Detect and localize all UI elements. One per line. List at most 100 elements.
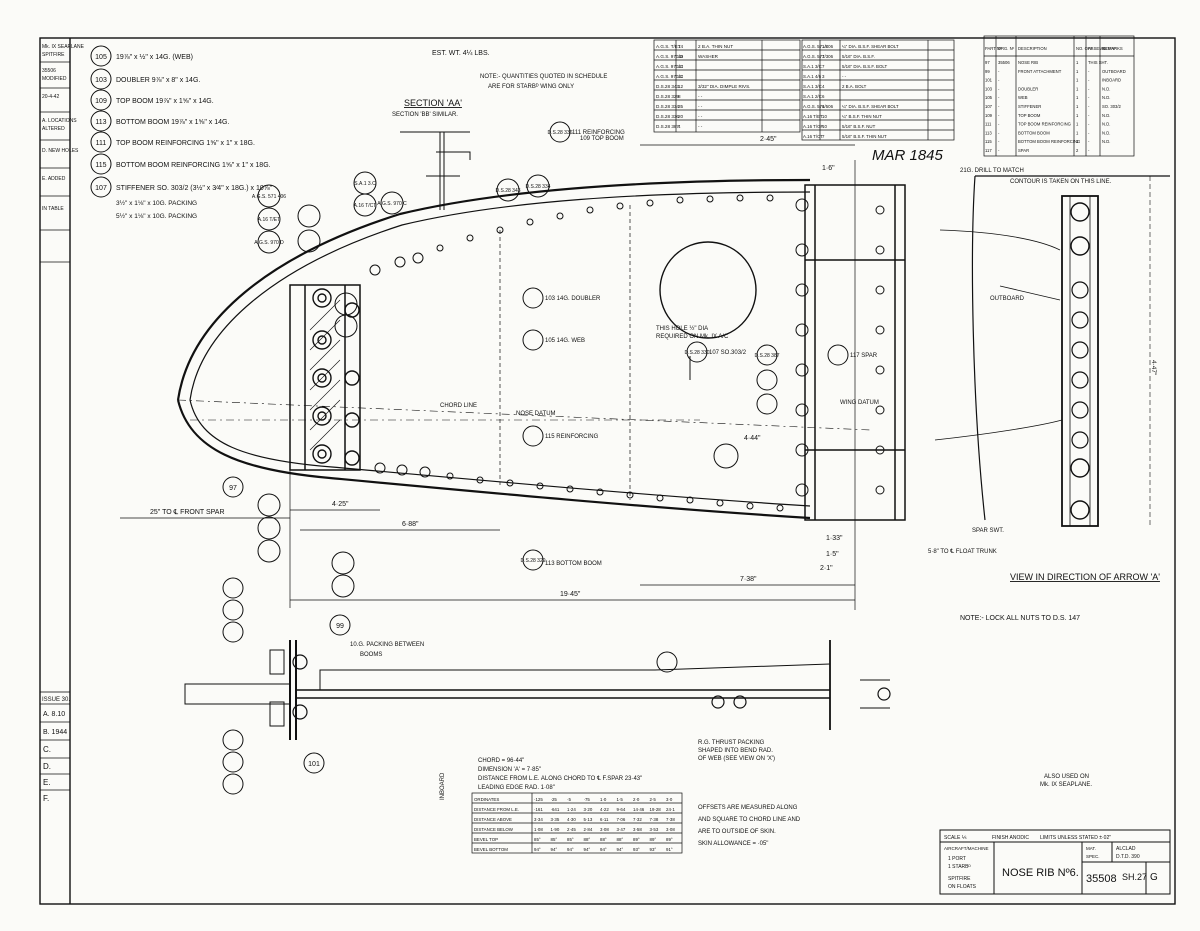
mat-value: ALCLAD	[1116, 846, 1136, 852]
schedule-cell: 115	[985, 139, 992, 144]
dimension-lines	[120, 144, 856, 610]
offsets-cell: 94°	[567, 847, 574, 852]
schedule-cell: 2 B.A. THIN NUT	[698, 44, 733, 49]
schedule-cell: S.A.1 3/C	[803, 84, 822, 89]
schedule-header: NO. OFF	[1076, 46, 1093, 51]
offsets-cell: 3·58	[633, 827, 642, 832]
balloon-description: TOP BOOM REINFORCING 1⅝" x 1" x 18G.	[116, 140, 255, 147]
also-used-note: ALSO USED ON	[1044, 774, 1089, 780]
aircraft-line: ON FLOATS	[948, 884, 977, 890]
offsets-cell: 6·11	[600, 817, 609, 822]
lock-note: NOTE:- LOCK ALL NUTS TO D.S. 147	[960, 615, 1080, 622]
aircraft-line: 1 STARBᴰ	[948, 864, 971, 870]
schedule-cell: 1	[1076, 86, 1079, 91]
part-ref: A.G.S. 571 406	[252, 194, 286, 200]
thrust-note: SHAPED INTO BEND RAD.	[698, 748, 773, 754]
schedule-cell: A.16 T/ET	[803, 114, 823, 119]
balloon-description: 3½" x 1⅛" x 10G. PACKING	[116, 199, 197, 207]
balloon-description: TOP BOOM 19⅞" x 1⅝" x 14G.	[116, 98, 214, 105]
schedule-cell: 1	[1076, 113, 1079, 118]
schedule-cell: 6	[822, 94, 825, 99]
schedule-cell: 5/16" DIA. B.S.F. BOLT	[842, 64, 887, 69]
schedule-cell: 3	[822, 74, 825, 79]
offsets-cell: 3·08	[666, 827, 675, 832]
drill-note: 21G. DRILL TO MATCH	[960, 168, 1024, 174]
balloon-number: 107	[95, 185, 107, 192]
schedule-cell: 10	[822, 124, 827, 129]
schedule-cell: 2	[1076, 148, 1079, 153]
offsets-cell: 1·08	[534, 827, 543, 832]
schedule-cell: 1	[1076, 122, 1079, 127]
schedule-cell: -	[1088, 95, 1090, 100]
revision-note: IN TABLE	[42, 206, 64, 212]
offsets-cell: 88°	[584, 837, 591, 842]
schedule-cell: N.D.	[1102, 139, 1110, 144]
also-used-note: Mk. IX SEAPLANE.	[1040, 782, 1092, 788]
schedule-cell: 14	[678, 54, 684, 59]
issue-block: ISSUE 30. A. 8.10 B. 1944 C. D. E. F.	[39, 691, 71, 905]
offsets-cell: 24·1	[666, 807, 675, 812]
schedule-cell: 5/16" B.S.F. NUT	[842, 124, 876, 129]
schedule-cell: 10	[822, 114, 827, 119]
drawing-sheet-suffix: G	[1150, 872, 1158, 883]
offsets-note: ARE TO OUTSIDE OF SKIN.	[698, 829, 776, 835]
section-title: SECTION 'AA'	[404, 98, 462, 108]
schedule-cell: - -	[698, 114, 703, 119]
schedule-cell: S.A.1 3/C	[803, 64, 822, 69]
part-ref: 105 14G. WEB	[545, 338, 585, 344]
balloon-number: 105	[95, 54, 107, 61]
offsets-cell: 9·64	[617, 807, 626, 812]
revision-note: ALTERED	[42, 126, 65, 132]
revision-column: Mk. IX SEAPLANE SPITFIRE 35506 MODIFIED …	[40, 44, 85, 263]
revision-note: SPITFIRE	[42, 52, 65, 58]
hole-note: THIS HOLE ½" DIA	[656, 325, 708, 332]
offsets-cell: 85°	[551, 837, 558, 842]
part-ref-balloons	[222, 121, 849, 795]
schedule-cell: NOSE RIB	[1018, 60, 1038, 65]
offsets-cell: 7·32	[633, 817, 642, 822]
quantity-note: ARE FOR STARBᴰ WING ONLY	[488, 83, 574, 90]
balloon-description: BOTTOM BOOM 19⅞" x 1⅝" x 14G.	[116, 119, 229, 126]
issue-entry: B. 1944	[43, 729, 67, 736]
offsets-note: OFFSETS ARE MEASURED ALONG	[698, 805, 798, 811]
schedule-cell: WASHER	[698, 54, 719, 59]
dimension-text: 1·6"	[822, 165, 835, 172]
offsets-cell: 14·46	[633, 807, 645, 812]
schedule-cell: -	[1088, 130, 1090, 135]
schedule-cell: SO. 303/2	[1102, 104, 1122, 109]
schedule-cell: 1	[1076, 139, 1079, 144]
offsets-cell: 91°	[666, 847, 673, 852]
schedule-cell: 1	[1076, 60, 1079, 65]
schedule-cell: -	[998, 104, 1000, 109]
revision-note: E. ADDED	[42, 176, 66, 182]
offsets-cell: 85°	[534, 837, 541, 842]
schedule-cell: -	[998, 95, 1000, 100]
schedule-cell: 103	[985, 86, 993, 91]
schedule-cell: -	[998, 130, 1000, 135]
issue-label: ISSUE 30.	[42, 697, 70, 703]
title-limits: LIMITS UNLESS STATED ±·02"	[1040, 835, 1111, 841]
chord-note: LEADING EDGE RAD. 1·08"	[478, 785, 555, 791]
offsets-cell: DISTANCE ABOVE	[474, 817, 512, 822]
schedule-cell: D.S.28 387	[656, 124, 679, 129]
schedule-cell: -	[998, 148, 1000, 153]
schedule-cell: 7	[822, 54, 825, 59]
issue-entry: C.	[43, 745, 51, 754]
handwritten-note: MAR 1845	[872, 147, 944, 164]
contour-note: CONTOUR IS TAKEN ON THIS LINE.	[1010, 179, 1112, 185]
part-ref: A.16 T/ET	[258, 217, 280, 223]
part-ref: D.S.28 329	[520, 558, 545, 564]
offsets-cell: ·161	[534, 807, 543, 812]
schedule-cell: 35	[678, 104, 684, 109]
part-ref: 111 REINFORCING	[572, 130, 625, 136]
offsets-cell: 3·08	[600, 827, 609, 832]
float-trunk-note: 5·8" TO ℄ FLOAT TRUNK	[928, 549, 997, 555]
schedule-cell: 109	[985, 113, 993, 118]
schedule-cell: -	[1088, 78, 1090, 83]
schedule-cell: 5/16" DIA. B.S.F.	[842, 54, 875, 59]
schedule-cell: 5/16" B.S.F. THIN NUT	[842, 134, 887, 139]
schedule-cell: - -	[842, 74, 847, 79]
